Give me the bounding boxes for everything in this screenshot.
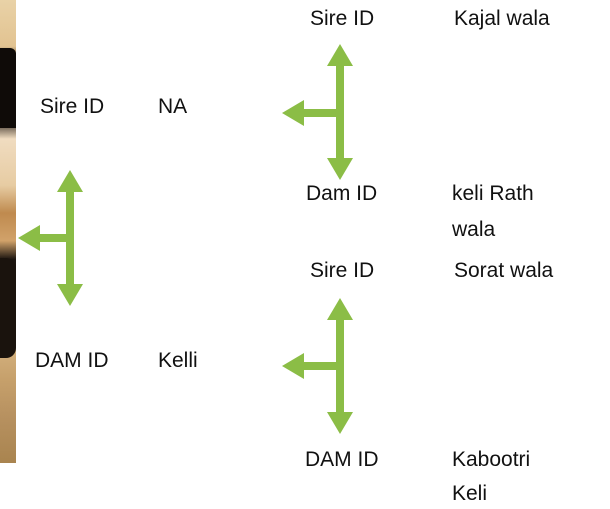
dam-id-label: DAM ID bbox=[35, 349, 109, 372]
dam-id-value: Kelli bbox=[158, 349, 198, 372]
sire-line-connector-arrow bbox=[282, 44, 353, 180]
paternal-sire-id-value: Kajal wala bbox=[454, 7, 550, 30]
dam-line-connector-arrow bbox=[282, 298, 353, 434]
animal-photo-body bbox=[0, 258, 16, 358]
paternal-dam-id-value-line2: wala bbox=[452, 218, 496, 241]
paternal-dam-id-label: Dam ID bbox=[306, 182, 378, 205]
paternal-sire-id-label: Sire ID bbox=[310, 7, 375, 30]
sire-id-value: NA bbox=[158, 95, 188, 118]
sire-id-label: Sire ID bbox=[40, 95, 105, 118]
animal-photo-shadow bbox=[0, 48, 16, 128]
maternal-sire-id-value: Sorat wala bbox=[454, 259, 554, 282]
paternal-dam-id-value-line1: keli Rath bbox=[452, 182, 534, 205]
maternal-dam-id-value-line1: Kabootri bbox=[452, 448, 531, 471]
maternal-dam-id-value-line2: Keli bbox=[452, 482, 488, 505]
maternal-sire-id-label: Sire ID bbox=[310, 259, 375, 282]
maternal-dam-id-label: DAM ID bbox=[305, 448, 379, 471]
animal-photo bbox=[0, 0, 16, 463]
main-connector-arrow bbox=[18, 170, 83, 306]
